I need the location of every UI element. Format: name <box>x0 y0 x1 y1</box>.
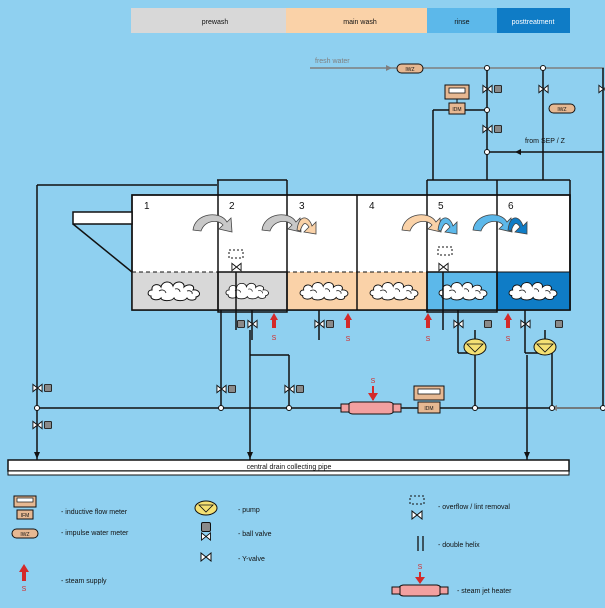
legend-ifm-icon: IFM <box>14 496 36 519</box>
steam-s-comp5: S <box>426 336 431 343</box>
legend-y-valve-icon <box>201 553 211 561</box>
loading-chute <box>73 212 132 272</box>
compartment-6: 6 <box>508 201 514 212</box>
steam-jet-heater-main: S <box>341 378 401 414</box>
drain-pipe-label: central drain collecting pipe <box>247 464 332 471</box>
ball-valve-comp3 <box>326 320 333 327</box>
legend-iwz-icon: IWZ <box>12 529 38 538</box>
pump-comp5 <box>464 339 486 355</box>
idm-label-top: IDM <box>452 107 461 113</box>
iwz-legend-text: IWZ <box>20 532 29 538</box>
steam-s-comp2: S <box>272 335 277 342</box>
phase-posttreatment-label: posttreatment <box>512 19 555 26</box>
legend-y-valve: - Y-valve <box>238 556 265 563</box>
legend-ifm: - inductive flow meter <box>61 509 128 516</box>
legend-steam-jet-heater-icon: S <box>392 564 448 596</box>
from-sep-label: from SEP / Z <box>525 138 566 145</box>
legend-iwz: - impulse water meter <box>61 530 129 537</box>
legend-pump: - pump <box>238 507 260 514</box>
legend-double-helix-icon <box>418 536 423 551</box>
compartment-5: 5 <box>438 201 444 212</box>
y-valve-top-4 <box>599 85 605 92</box>
steam-supply-comp3: S <box>344 313 352 343</box>
compartment-3: 3 <box>299 201 305 212</box>
ball-valve-comp5 <box>484 320 491 327</box>
steam-s-comp3: S <box>346 336 351 343</box>
legend-steam-icon: S <box>19 564 29 593</box>
steam-s-legend: S <box>22 586 27 593</box>
ifm-legend-text: IFM <box>21 513 30 519</box>
steam-supply-comp2: S <box>270 313 278 342</box>
legend-ball-valve: - ball valve <box>238 531 272 538</box>
steam-s-main: S <box>371 378 376 385</box>
phase-bar: prewash main wash rinse posttreatment <box>131 8 570 33</box>
phase-prewash-label: prewash <box>202 19 229 26</box>
legend-steam-jet-heater: - steam jet heater <box>457 588 512 595</box>
iwz-label-top: IWZ <box>405 67 414 73</box>
ball-valve-left-2 <box>44 421 51 428</box>
legend: IFM - inductive flow meter IWZ - impulse… <box>12 496 512 596</box>
legend-pump-icon <box>195 501 217 515</box>
legend-double-helix: - double helix <box>438 542 480 549</box>
steam-supply-comp5: S <box>424 313 432 343</box>
steam-s-comp6: S <box>506 336 511 343</box>
fresh-water-label: fresh water <box>315 58 350 65</box>
ball-valve-top-2 <box>494 125 501 132</box>
legend-overflow: - overflow / lint removal <box>438 504 510 511</box>
ball-valve-left-1 <box>44 384 51 391</box>
ball-valve-comp2-drain <box>228 385 235 392</box>
inductive-flow-meter-main: IDM <box>414 386 444 413</box>
ball-valve-top-1 <box>494 85 501 92</box>
central-drain-pipe: central drain collecting pipe <box>8 460 569 475</box>
ball-valve-comp2 <box>237 320 244 327</box>
legend-ball-valve-icon <box>202 523 211 541</box>
pump-comp6 <box>534 339 556 355</box>
iwz-label-right: IWZ <box>557 107 566 113</box>
ball-valve-comp3-drain <box>296 385 303 392</box>
fresh-water-line: fresh water IWZ <box>310 58 604 73</box>
compartment-2: 2 <box>229 201 235 212</box>
phase-main-wash-label: main wash <box>343 19 377 26</box>
compartment-4: 4 <box>369 201 375 212</box>
legend-overflow-icon <box>410 496 424 519</box>
steam-supply-comp6: S <box>504 313 512 343</box>
phase-rinse-label: rinse <box>454 19 469 26</box>
inductive-flow-meter-top: IDM <box>445 85 469 114</box>
steam-s-legend-heater: S <box>418 564 423 571</box>
ball-valve-comp6 <box>555 320 562 327</box>
idm-label-main: IDM <box>424 406 433 412</box>
legend-steam: - steam supply <box>61 578 107 585</box>
compartment-1: 1 <box>144 201 150 212</box>
